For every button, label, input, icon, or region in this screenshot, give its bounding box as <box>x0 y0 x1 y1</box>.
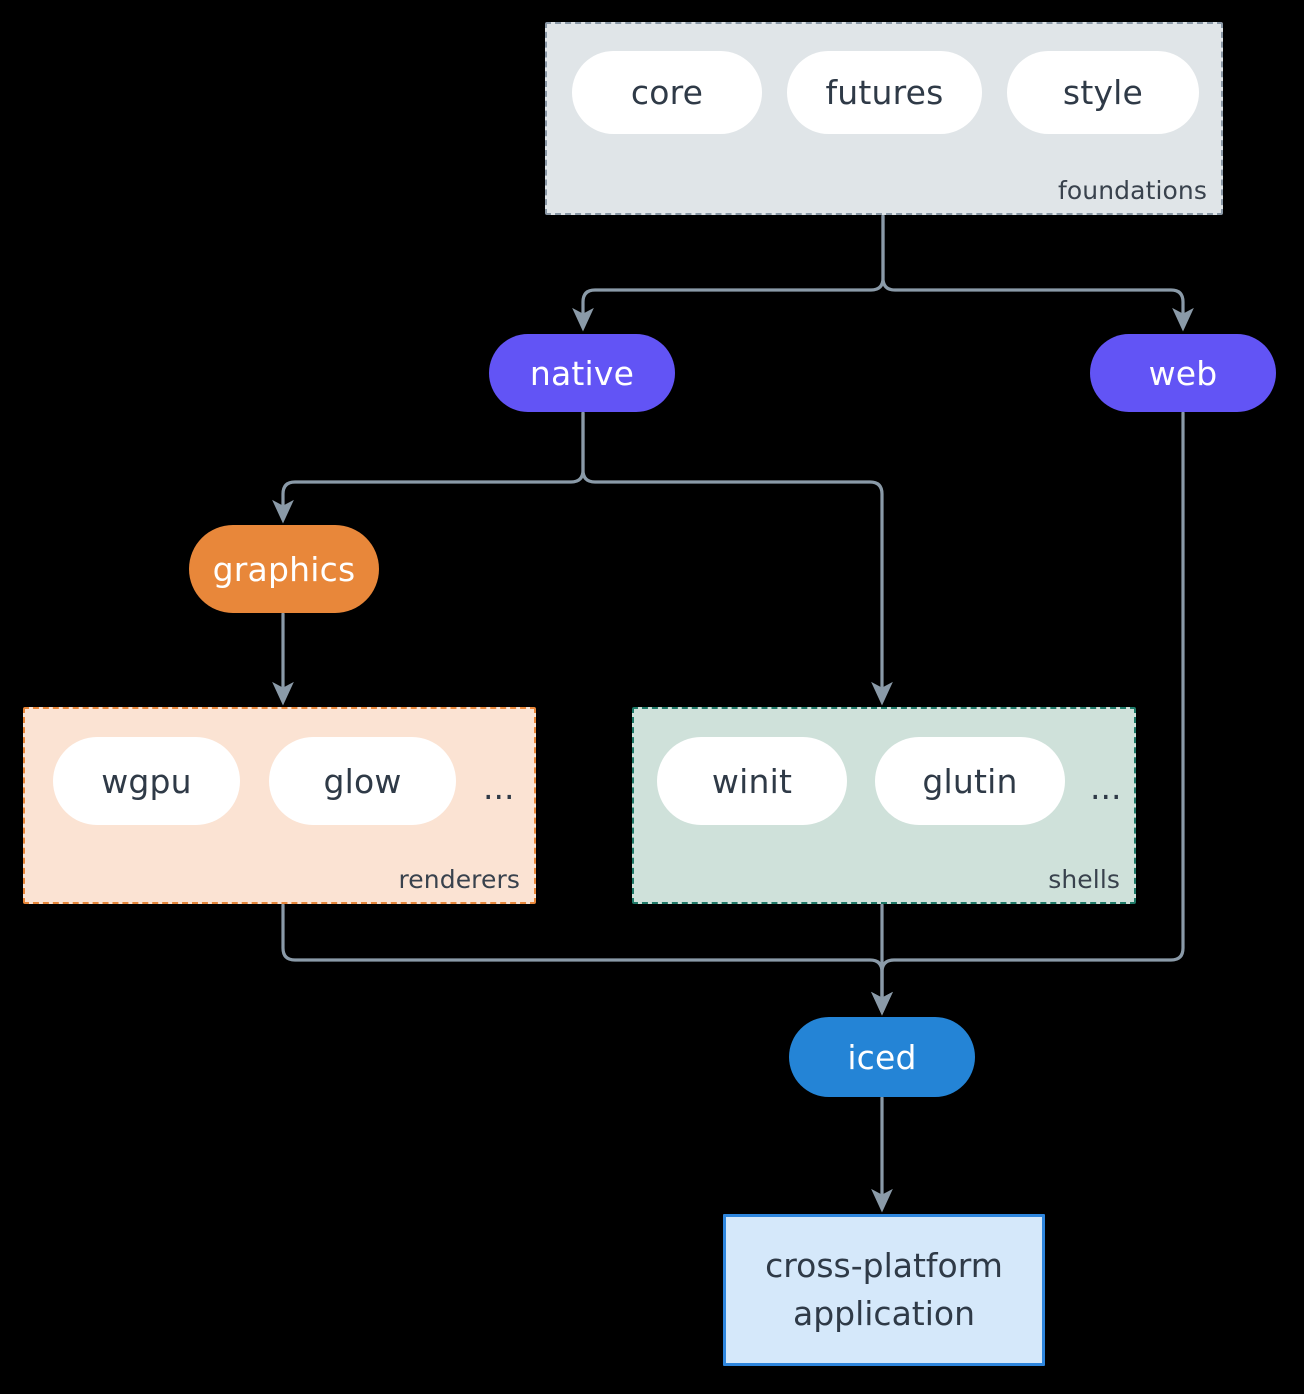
leaf-winit[interactable]: winit <box>657 737 847 825</box>
leaf-wgpu[interactable]: wgpu <box>53 737 240 825</box>
cluster-label-renderers: renderers <box>398 865 520 894</box>
cluster-label-shells: shells <box>1048 865 1120 894</box>
node-iced[interactable]: iced <box>789 1017 975 1097</box>
edge-foundations-web <box>881 214 1194 332</box>
cluster-label-foundations: foundations <box>1058 176 1207 205</box>
leaf-core[interactable]: core <box>572 51 762 134</box>
node-cross-platform-application[interactable]: cross-platform application <box>723 1214 1045 1366</box>
application-label-line1: cross-platform <box>765 1246 1003 1286</box>
renderers-ellipsis: ... <box>483 768 515 807</box>
edge-native-graphics <box>272 411 585 524</box>
leaf-style[interactable]: style <box>1007 51 1199 134</box>
node-web[interactable]: web <box>1090 334 1276 412</box>
edge-foundations-native <box>572 214 885 332</box>
cluster-shells: winit glutin ... shells <box>632 707 1136 904</box>
cluster-renderers: wgpu glow ... renderers <box>23 707 536 904</box>
leaf-futures[interactable]: futures <box>787 51 982 134</box>
edge-renderers-iced <box>281 903 893 1016</box>
application-label-line2: application <box>792 1294 976 1333</box>
shells-ellipsis: ... <box>1090 768 1122 807</box>
node-native[interactable]: native <box>489 334 675 412</box>
cluster-foundations: core futures style foundations <box>545 22 1223 215</box>
leaf-glutin[interactable]: glutin <box>875 737 1065 825</box>
leaf-glow[interactable]: glow <box>269 737 456 825</box>
edge-native-shells <box>581 411 893 706</box>
node-graphics[interactable]: graphics <box>189 525 379 613</box>
